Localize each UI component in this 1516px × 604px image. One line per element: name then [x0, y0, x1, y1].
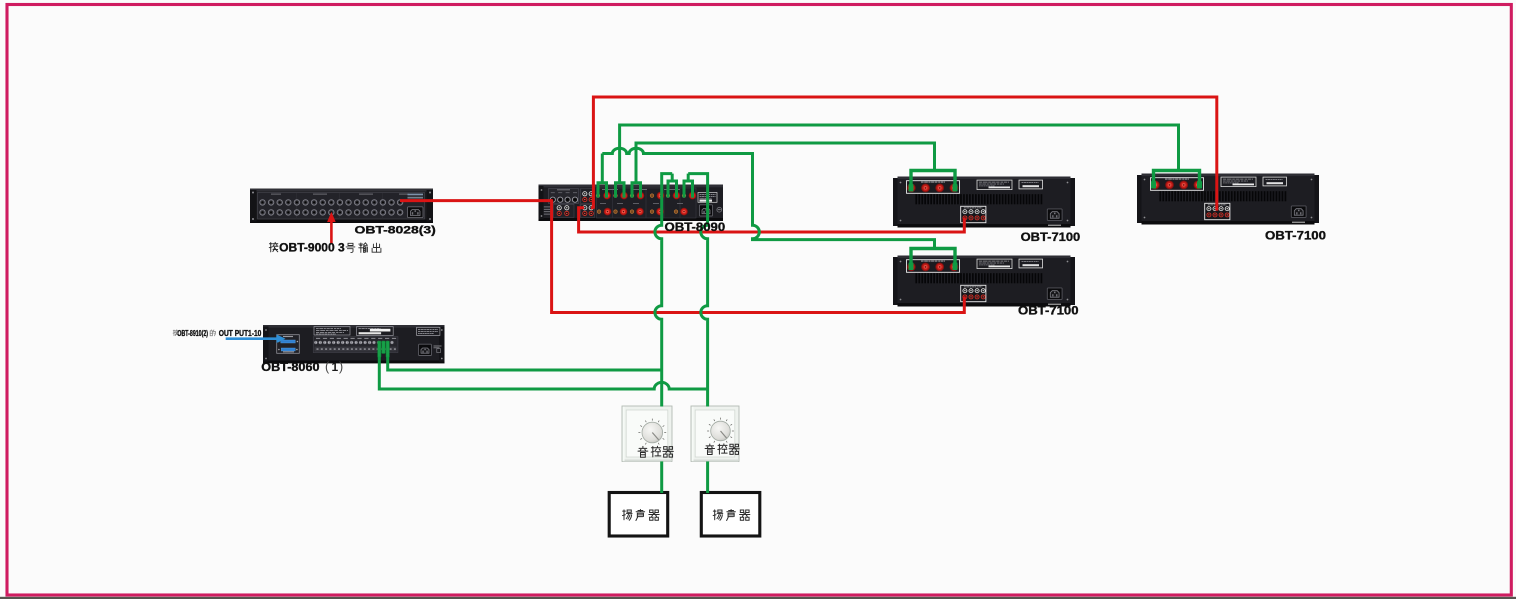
svg-text:OBT-7100: OBT-7100: [1265, 229, 1326, 243]
svg-text:OBT-7100: OBT-7100: [1018, 304, 1079, 318]
svg-text:OBT-8910(2): OBT-8910(2): [177, 329, 208, 338]
svg-text:OBT-8028(3): OBT-8028(3): [355, 225, 437, 237]
svg-text:OBT-8060: OBT-8060: [261, 360, 320, 374]
svg-text:OBT-8090: OBT-8090: [665, 220, 726, 234]
svg-text:OBT-7100: OBT-7100: [1021, 230, 1081, 244]
svg-text:1: 1: [332, 360, 339, 374]
svg-text:OUT PUT1-10: OUT PUT1-10: [219, 329, 262, 338]
svg-text:OBT-9000 3: OBT-9000 3: [279, 242, 345, 255]
svg-text:): ): [339, 360, 343, 374]
